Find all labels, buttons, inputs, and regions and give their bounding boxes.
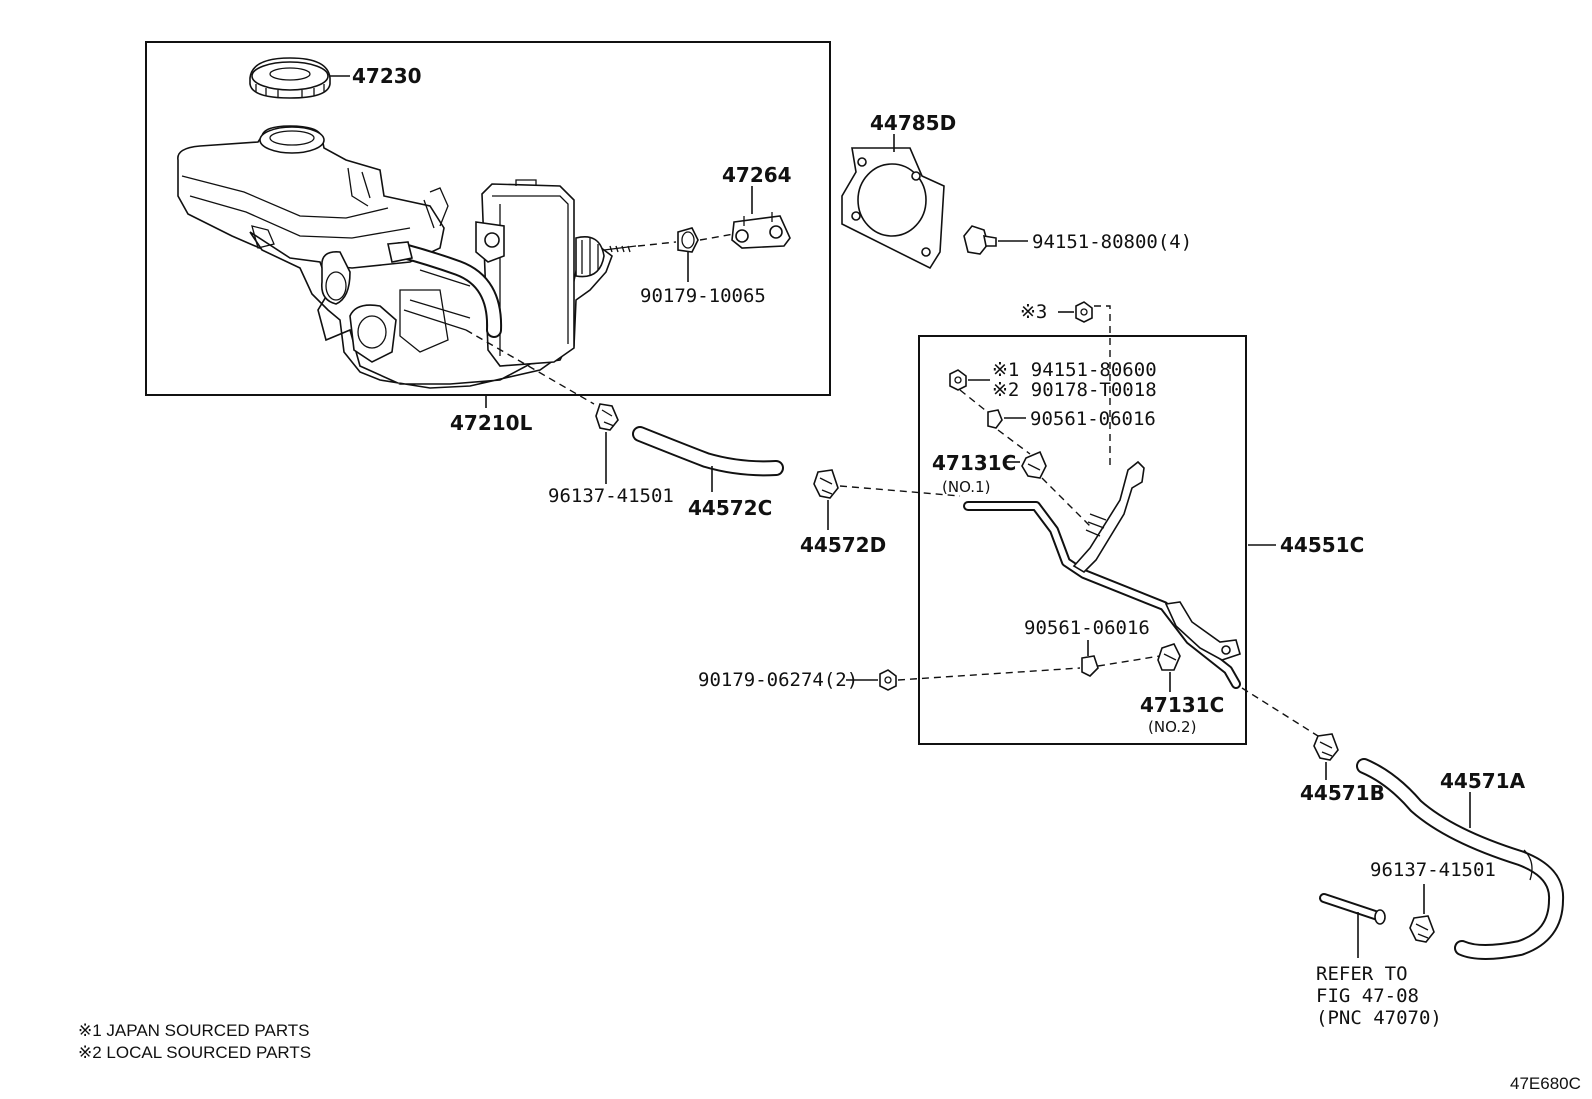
part-label-no2: (NO.2) [1148,718,1196,736]
clip-icon [595,403,619,431]
part-label-no1: (NO.1) [942,478,990,496]
part-number-44572D[interactable]: 44572D [800,533,886,557]
note-local-sourced: ※2 LOCAL SOURCED PARTS [78,1043,311,1062]
master-cylinder-icon [177,125,637,389]
hose-icon [1356,758,1565,960]
bolt-icon [949,369,967,391]
part-number-44571B[interactable]: 44571B [1300,781,1385,805]
check-valve-icon [1021,450,1047,479]
bolt-icon [1075,301,1093,323]
part-number-90561-06016-a[interactable]: 90561-06016 [1030,408,1156,430]
grommet-icon [1081,655,1099,677]
clip-icon [1409,915,1435,943]
refer-to-line3[interactable]: (PNC 47070) [1316,1007,1442,1029]
gasket-icon [841,147,945,270]
part-number-47131C-no2[interactable]: 47131C [1140,693,1224,717]
part-number-47210L[interactable]: 47210L [450,411,533,435]
reference-mark-3[interactable]: ※3 [1020,301,1047,323]
clip-icon [813,469,839,499]
grommet-icon [677,227,699,253]
part-number-44551C[interactable]: 44551C [1280,533,1364,557]
master-cylinder-group-box [145,41,831,396]
hose-icon [632,426,784,477]
part-number-44572C[interactable]: 44572C [688,496,772,520]
figure-id: 47E680C [1510,1074,1581,1093]
part-number-90561-06016-b[interactable]: 90561-06016 [1024,617,1150,639]
part-number-90178-T0018[interactable]: ※2 90178-T0018 [992,379,1157,401]
part-number-96137-41501-a[interactable]: 96137-41501 [548,485,674,507]
part-number-47264[interactable]: 47264 [722,163,792,187]
vacuum-pipe-icon [963,460,1241,689]
grommet-icon [987,409,1003,429]
vacuum-pipe-icon [1319,893,1386,925]
part-number-96137-41501-b[interactable]: 96137-41501 [1370,859,1496,881]
check-valve-icon [1157,643,1181,671]
part-number-94151-80800[interactable]: 94151-80800(4) [1032,231,1192,253]
part-number-94151-80600[interactable]: ※1 94151-80600 [992,359,1157,381]
note-japan-sourced: ※1 JAPAN SOURCED PARTS [78,1021,310,1040]
part-number-47230[interactable]: 47230 [352,64,422,88]
bolt-icon [963,225,997,255]
part-number-47131C-no1[interactable]: 47131C [932,451,1016,475]
refer-to-line2: FIG 47-08 [1316,985,1419,1007]
part-number-44571A[interactable]: 44571A [1440,769,1526,793]
refer-to-line1: REFER TO [1316,963,1408,985]
bracket-icon [731,212,791,249]
clip-icon [1313,733,1339,761]
reservoir-cap-icon [249,57,331,99]
part-number-90179-10065[interactable]: 90179-10065 [640,285,766,307]
vacuum-pipe-group-box [918,335,1247,745]
bolt-icon [879,669,897,691]
part-number-44785D[interactable]: 44785D [870,111,956,135]
part-number-90179-06274[interactable]: 90179-06274(2) [698,669,858,691]
